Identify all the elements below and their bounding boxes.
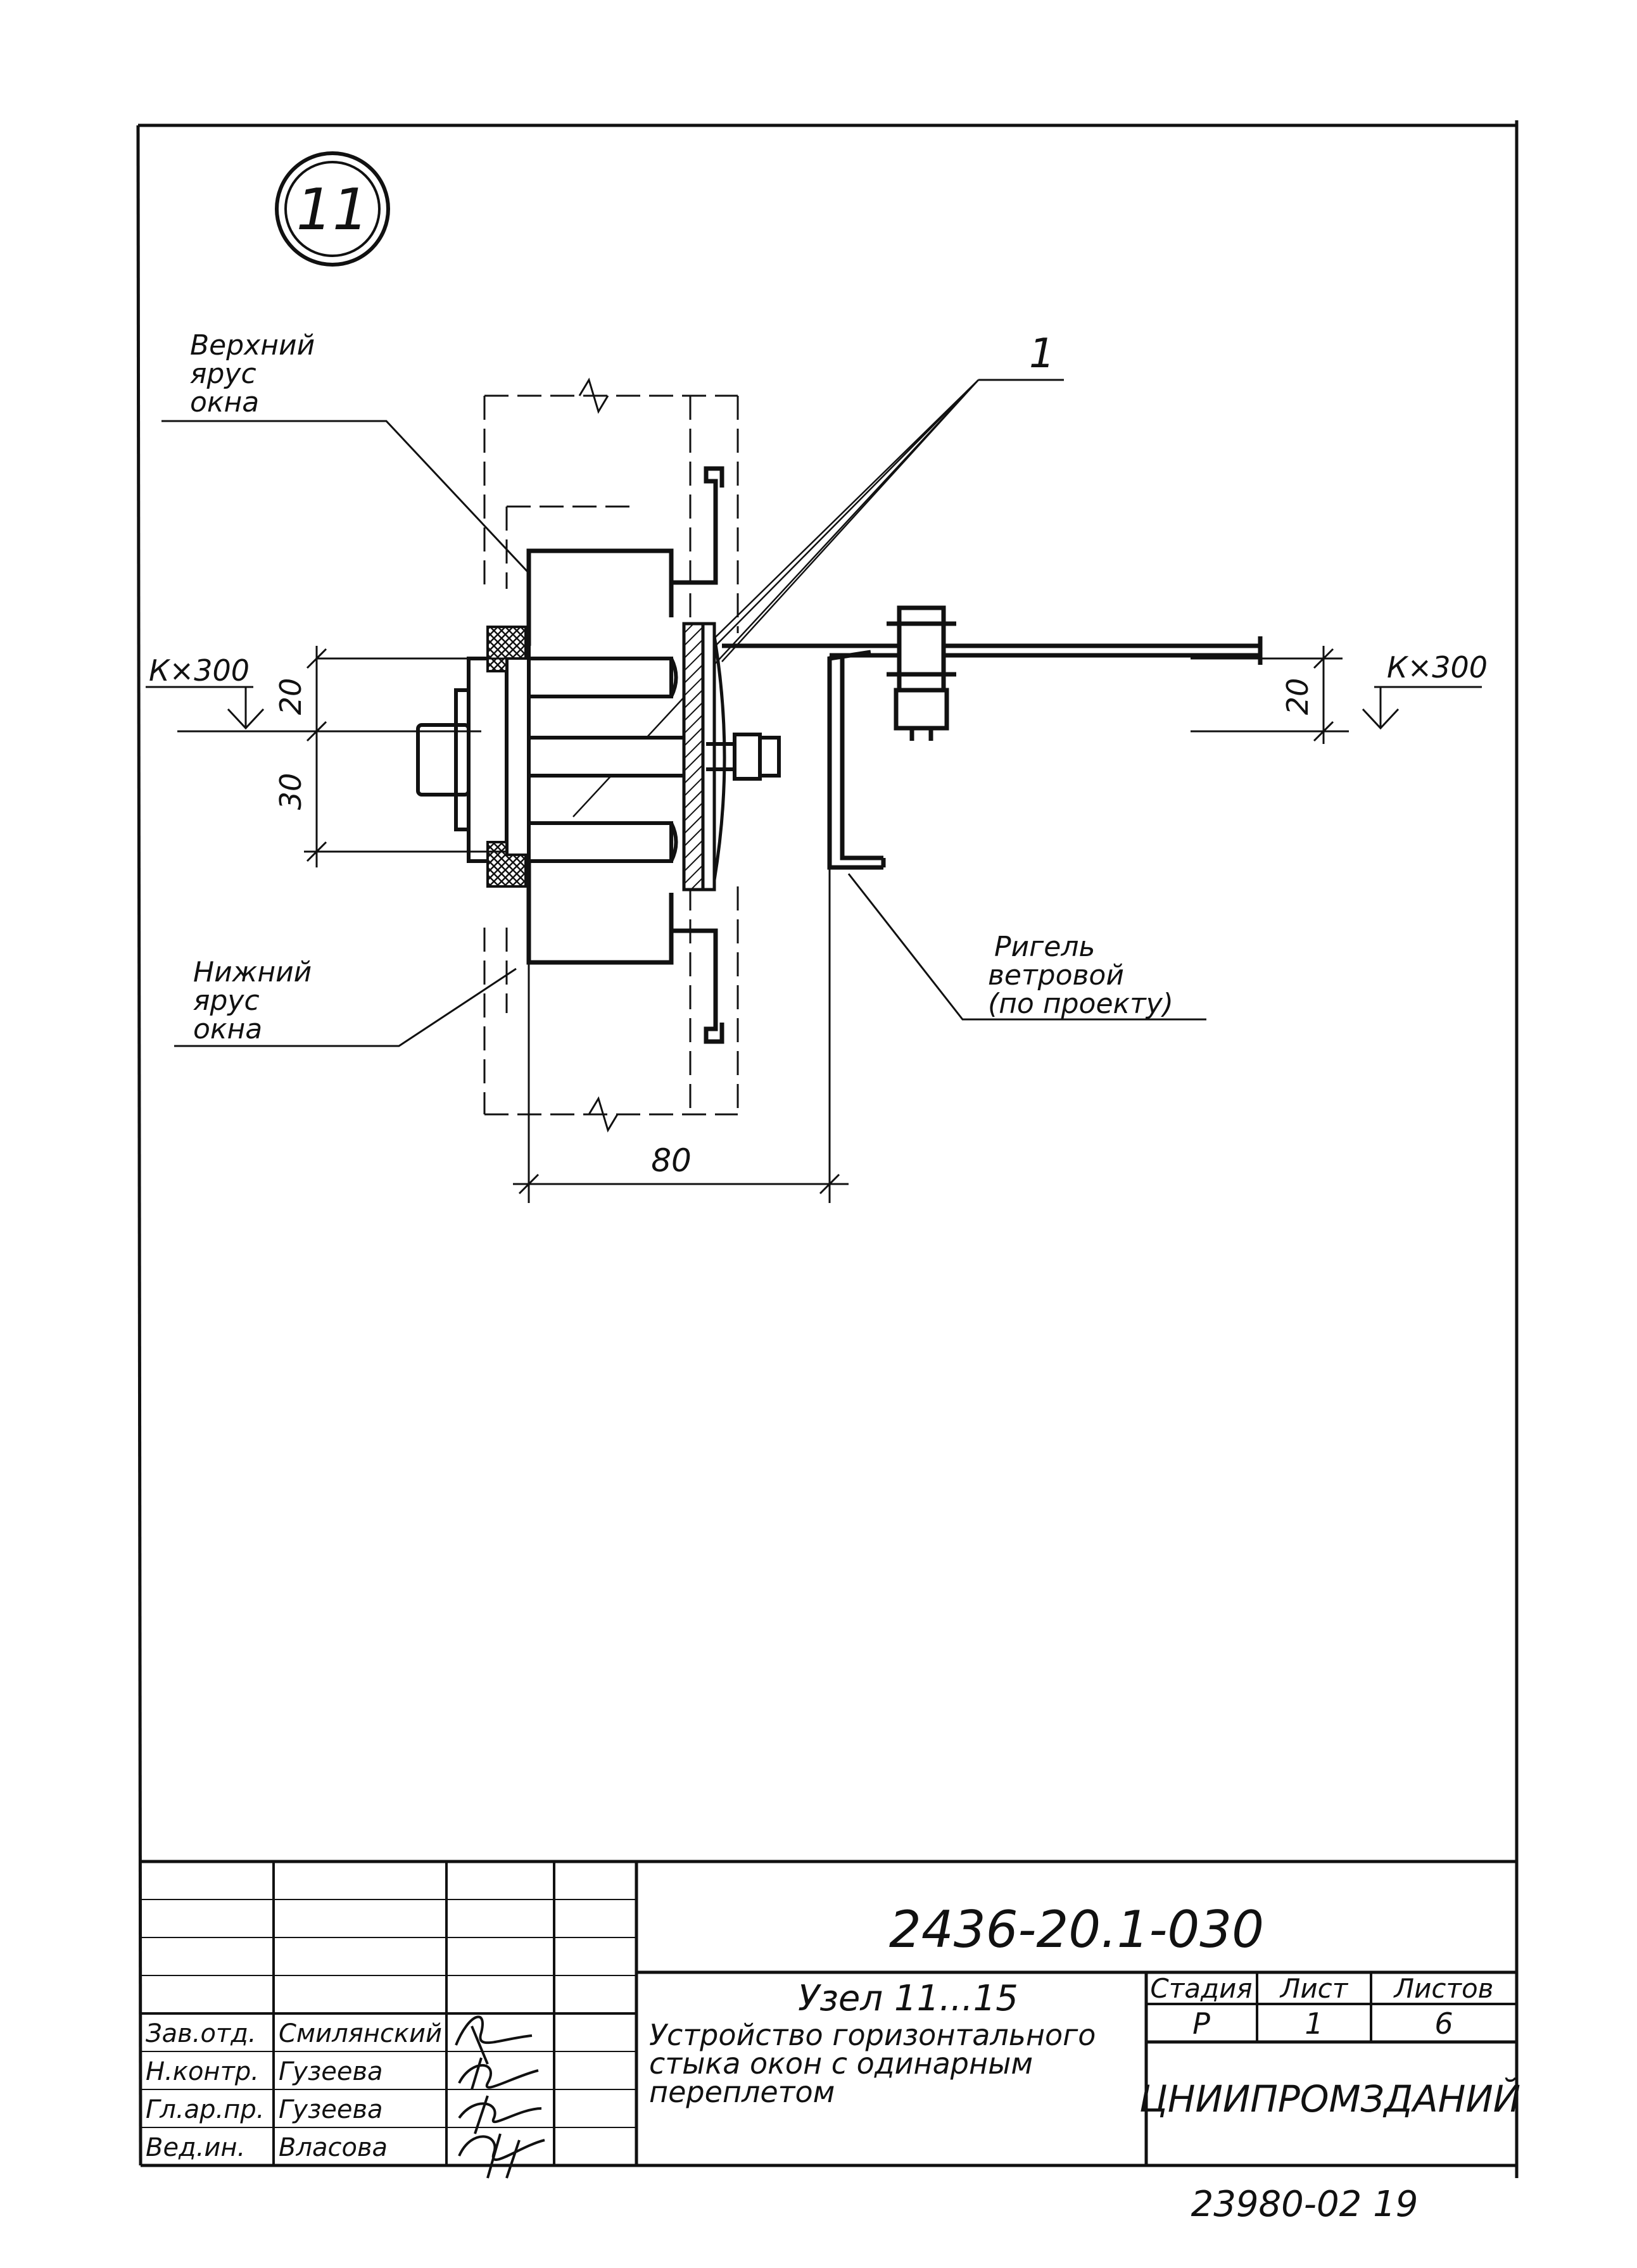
footer-number: 23980-02 19 <box>1191 2184 1419 2225</box>
dimension-right <box>1191 646 1349 744</box>
section-mark-left: К×300 <box>146 653 265 730</box>
upper-tier-label-line3: окна <box>190 386 259 419</box>
name-2: Гузеева <box>279 2057 383 2086</box>
section-right-label: К×300 <box>1387 650 1488 684</box>
sheet-value: 1 <box>1305 2007 1323 2041</box>
description-line3: переплетом <box>649 2075 835 2109</box>
role-3: Гл.ар.пр. <box>146 2095 264 2124</box>
sheet-frame <box>136 120 1519 2178</box>
description-line1: Устройство горизонтального <box>649 2018 1096 2052</box>
upper-tier-label-line1: Верхний <box>190 329 315 362</box>
rigel-label-line3: (по проекту) <box>988 988 1173 1020</box>
name-1: Смилянский <box>279 2019 442 2048</box>
document-code: 2436-20.1-030 <box>889 1900 1264 1959</box>
sheets-header: Листов <box>1393 1973 1494 2004</box>
stage-value: Р <box>1192 2007 1210 2041</box>
upper-sash-profile <box>526 466 724 646</box>
dimension-bottom <box>513 867 849 1203</box>
section-mark-right: К×300 <box>1362 650 1488 730</box>
part-number-label: 1 <box>1029 331 1055 377</box>
people-rows: Зав.отд. Смилянский Н.контр. Гузеева Гл.… <box>146 2019 442 2162</box>
clamp-plate <box>682 622 726 891</box>
lower-sash-profile <box>526 852 724 1044</box>
wind-rigel <box>722 605 1263 870</box>
name-3: Гузеева <box>279 2095 383 2124</box>
dimension-20-right: 20 <box>1280 678 1315 715</box>
dimension-80: 80 <box>651 1142 692 1179</box>
dimension-20-left: 20 <box>274 678 308 715</box>
lower-tier-label-line1: Нижний <box>193 956 312 988</box>
upper-break-mark <box>578 377 609 414</box>
through-bolt <box>706 733 781 781</box>
dimension-30: 30 <box>274 773 308 810</box>
sheets-value: 6 <box>1434 2007 1453 2041</box>
upper-tier-label-line2: ярус <box>190 358 256 390</box>
organization-name: ЦНИИПРОМЗДАНИЙ <box>1139 2077 1520 2120</box>
node-title: Узел 11...15 <box>798 1978 1018 2019</box>
lower-tier-callout: Нижний ярус окна <box>174 956 517 1047</box>
lower-tier-label-line3: окна <box>193 1013 262 1045</box>
rigel-callout: Ригель ветровой (по проекту) <box>847 873 1206 1021</box>
title-block <box>141 1860 1517 2165</box>
upper-tier-callout: Верхний ярус окна <box>161 329 530 574</box>
lower-window-outline <box>483 886 739 1116</box>
section-left-label: К×300 <box>149 653 250 688</box>
seal-gaskets <box>486 626 527 888</box>
sheet-header: Лист <box>1279 1973 1349 2004</box>
dimension-left <box>177 646 526 867</box>
lower-tier-label-line2: ярус <box>193 985 260 1017</box>
name-4: Власова <box>279 2133 388 2162</box>
role-4: Вед.ин. <box>146 2133 245 2162</box>
upper-window-outline <box>483 394 739 633</box>
node-number: 11 <box>296 177 369 243</box>
rigel-label-line2: ветровой <box>988 959 1124 992</box>
role-1: Зав.отд. <box>146 2019 256 2048</box>
role-2: Н.контр. <box>146 2057 259 2086</box>
rigel-label-line1: Ригель <box>994 931 1095 963</box>
lower-break-mark <box>588 1096 619 1133</box>
node-marker: 11 <box>275 151 390 267</box>
description-line2: стыка окон с одинарным <box>649 2046 1033 2081</box>
coupling-assembly <box>416 627 708 886</box>
stage-header: Стадия <box>1150 1973 1252 2004</box>
signatures <box>455 2015 545 2179</box>
